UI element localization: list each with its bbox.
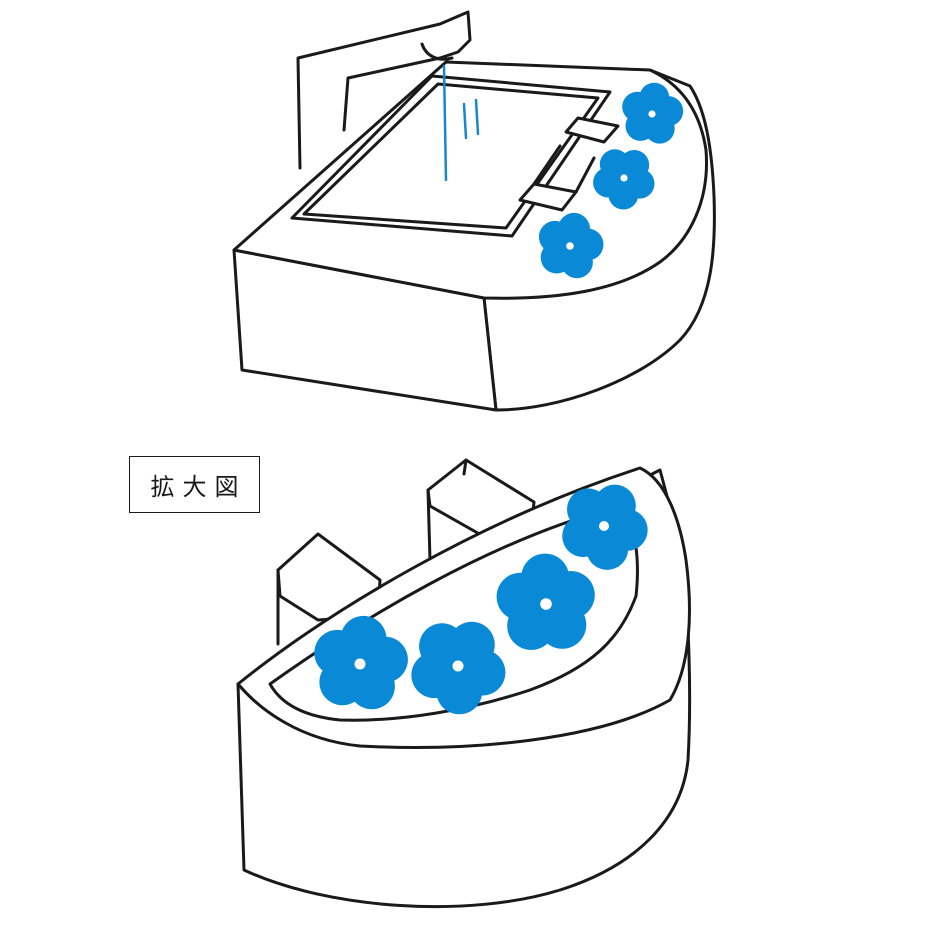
flower-icon [496, 553, 595, 650]
flower-center [648, 110, 656, 118]
flower-icon [411, 621, 506, 715]
bathtub-overview [232, 10, 716, 412]
flowers-bottom [314, 484, 648, 715]
flower-icon [538, 212, 604, 279]
flower-center [599, 521, 609, 531]
flower-icon [622, 82, 684, 144]
rim-step-riser [532, 144, 596, 194]
back-wall [296, 10, 472, 170]
back-block-right-side [426, 458, 468, 562]
faucet-spout [420, 42, 454, 61]
water-stream-main [442, 64, 448, 182]
bathtub-enlarged [236, 458, 692, 909]
enlarged-rim-inner [268, 504, 639, 722]
flower-icon [562, 484, 648, 570]
flower-icon [593, 149, 655, 210]
flower-center [620, 174, 628, 182]
rim-step-upper [564, 116, 620, 144]
water-stream-a [462, 102, 468, 140]
enlarged-view-label: 拡大図 [129, 456, 260, 513]
flowers-top [538, 82, 684, 279]
flower-center [540, 598, 552, 610]
water-stream-b [474, 98, 480, 136]
flower-center [452, 660, 464, 672]
flower-icon [314, 615, 408, 710]
flower-center [566, 242, 574, 250]
label-text: 拡大図 [150, 473, 247, 501]
tub-basin-inner [302, 82, 600, 230]
flower-center [354, 658, 366, 670]
